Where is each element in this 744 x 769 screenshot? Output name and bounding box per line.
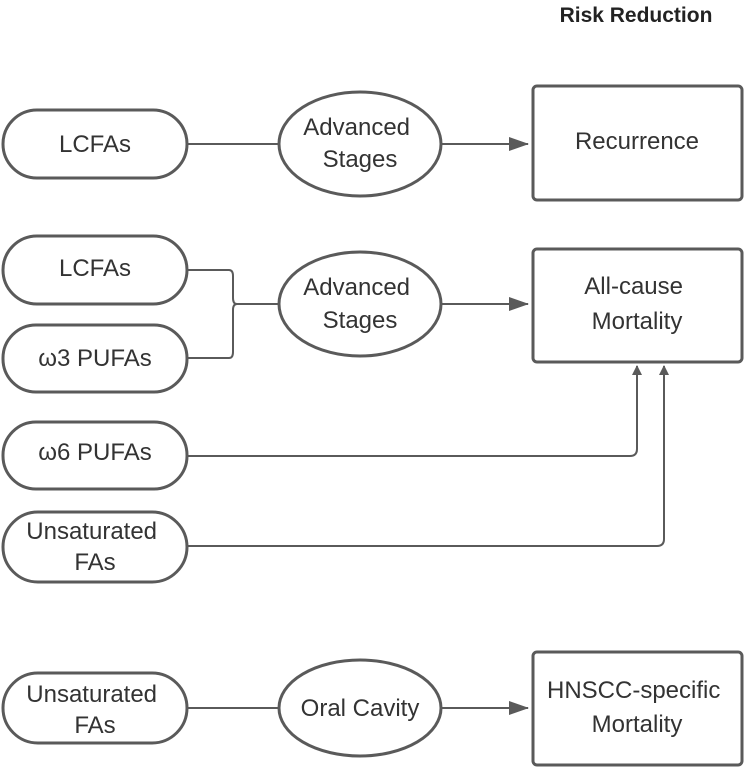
node-allcause-mortality [531,247,744,364]
arrow-unsaturated-to-allcause [187,365,669,547]
node-row1-lcfas [1,108,189,180]
node-row2-advanced-stages-label: Advanced Stages [303,274,416,334]
edge-row2-lcfas-join [187,269,278,305]
node-row1-advanced-stages-label: Advanced Stages [303,114,416,173]
node-allcause-mortality-label: All-cause Mortality [584,273,689,335]
node-row4-unsaturated-fas [1,510,189,584]
node-w6-pufas [1,420,189,491]
node-row2-lcfas [1,234,189,306]
arrow-w6-to-allcause [187,365,642,457]
risk-reduction-header: Risk Reduction [560,4,713,27]
node-hnscc-mortality [531,650,744,767]
node-row1-lcfas-label: LCFAs [59,131,131,158]
edge-row2-w3-join [187,303,238,359]
node-row5-unsaturated-fas-label: Unsaturated FAs [26,681,163,739]
node-w3-pufas [1,323,189,394]
node-w6-pufas-label: ω6 PUFAs [38,439,151,466]
node-hnscc-mortality-label: HNSCC-specific Mortality [547,677,727,738]
node-oral-cavity [277,658,443,758]
node-recurrence-label: Recurrence [575,128,699,155]
node-row2-advanced-stages [277,250,443,358]
node-row4-unsaturated-fas-label: Unsaturated FAs [26,518,163,576]
node-w3-pufas-label: ω3 PUFAs [38,345,151,372]
node-row1-advanced-stages [277,90,443,198]
node-oral-cavity-label: Oral Cavity [301,695,420,722]
node-recurrence [531,84,744,202]
node-row2-lcfas-label: LCFAs [59,255,131,282]
node-row5-unsaturated-fas [1,671,189,745]
